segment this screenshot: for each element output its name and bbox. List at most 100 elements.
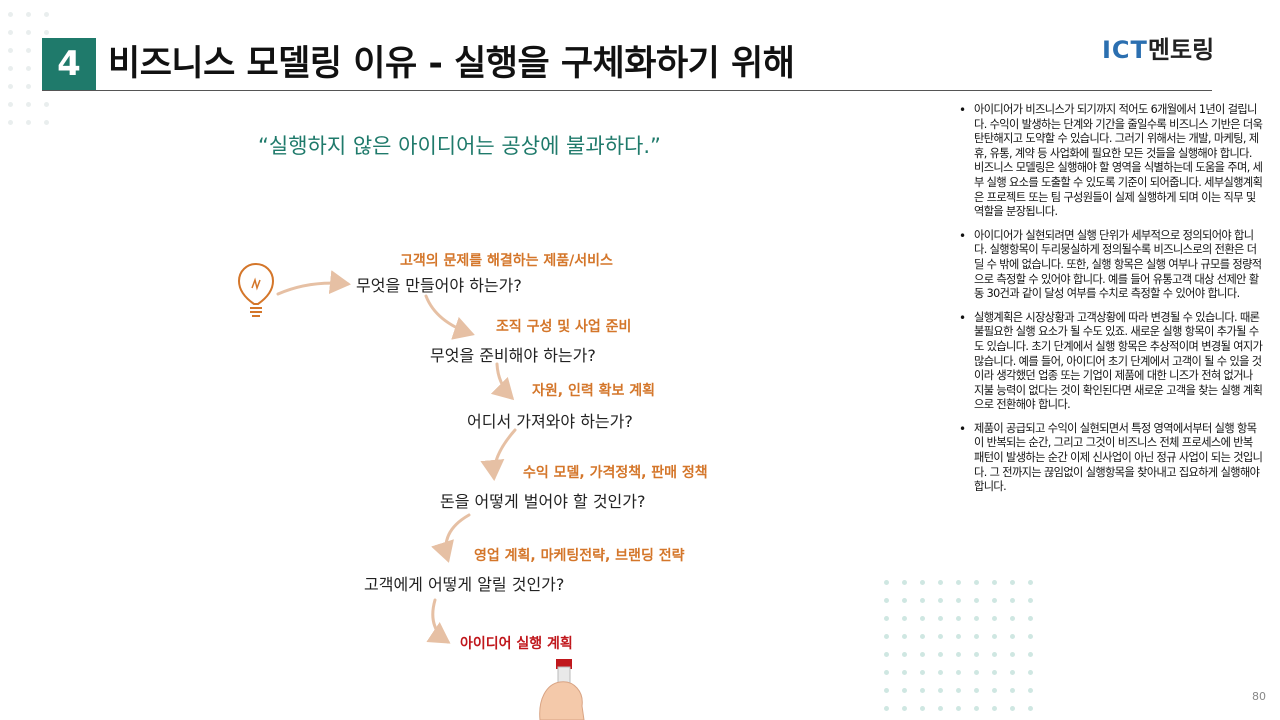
arrow-1 [276, 270, 351, 296]
decor-dot [8, 66, 13, 71]
decor-dot [920, 616, 925, 621]
decor-dot [974, 670, 979, 675]
decor-dot [992, 670, 997, 675]
final-label: 아이디어 실행 계획 [460, 636, 573, 652]
decor-dot [1010, 598, 1015, 603]
decor-dot [1010, 580, 1015, 585]
decor-dot [884, 652, 889, 657]
decor-dot [974, 580, 979, 585]
decor-dot [992, 652, 997, 657]
decor-dot [920, 634, 925, 639]
decor-dot [44, 102, 49, 107]
decor-dot [902, 598, 907, 603]
bullet-list: 아이디어가 비즈니스가 되기까지 적어도 6개월에서 1년이 걸립니다. 수익이… [958, 103, 1264, 504]
flow-question-1: 무엇을 만들어야 하는가? [356, 276, 522, 295]
flow-category-5: 영업 계획, 마케팅전략, 브랜딩 전략 [474, 548, 685, 564]
decor-dot [902, 634, 907, 639]
decor-dot [992, 598, 997, 603]
decor-dot [902, 670, 907, 675]
bullet-item-4: 제품이 공급되고 수익이 실현되면서 특정 영역에서부터 실행 항목이 반복되는… [958, 422, 1264, 495]
flow-category-3: 자원, 인력 확보 계획 [532, 383, 655, 399]
decor-dot [884, 616, 889, 621]
title-divider [42, 90, 1212, 91]
decor-dot [26, 120, 31, 125]
decor-dot [992, 688, 997, 693]
arrow-5 [431, 513, 471, 563]
decor-dot [902, 616, 907, 621]
decor-dot [8, 102, 13, 107]
decor-dot [974, 598, 979, 603]
decor-dot [956, 670, 961, 675]
decor-dot [1028, 706, 1033, 711]
decor-dot [1010, 616, 1015, 621]
hand-illustration [539, 659, 585, 720]
arrow-2 [424, 294, 475, 340]
logo-ict: ICT [1102, 36, 1148, 64]
flow-question-5: 고객에게 어떻게 알릴 것인가? [364, 575, 565, 594]
decor-dot [1010, 688, 1015, 693]
page-title: 비즈니스 모델링 이유 - 실행을 구체화하기 위해 [108, 44, 795, 84]
decor-dot [1028, 598, 1033, 603]
flow-question-3: 어디서 가져와야 하는가? [467, 412, 633, 431]
flow-question-4: 돈을 어떻게 벌어야 할 것인가? [440, 492, 646, 511]
decor-dot [938, 670, 943, 675]
decor-dot [956, 616, 961, 621]
decor-dot [884, 580, 889, 585]
flow-category-2: 조직 구성 및 사업 준비 [496, 319, 632, 335]
decor-dot [992, 616, 997, 621]
decor-dot [938, 688, 943, 693]
decor-dot [992, 580, 997, 585]
decor-dot [1010, 634, 1015, 639]
page-number: 80 [1252, 690, 1266, 703]
decor-dot [884, 634, 889, 639]
decor-dot [920, 688, 925, 693]
arrow-6 [426, 598, 451, 644]
decor-dot [1028, 634, 1033, 639]
lightbulb-icon [237, 262, 275, 317]
decor-dot [920, 580, 925, 585]
decor-dot [26, 48, 31, 53]
decor-dot [8, 30, 13, 35]
decor-dot [1010, 706, 1015, 711]
decor-dot [902, 706, 907, 711]
decor-dot [8, 120, 13, 125]
bullet-item-3: 실행계획은 시장상황과 고객상황에 따라 변경될 수 있습니다. 때론 불필요한… [958, 311, 1264, 413]
decor-dot [974, 706, 979, 711]
decor-dot [974, 688, 979, 693]
decor-dot [8, 84, 13, 89]
flow-category-4: 수익 모델, 가격정책, 판매 정책 [523, 465, 708, 481]
decor-dot [8, 48, 13, 53]
decor-dot [956, 580, 961, 585]
decor-dot [26, 84, 31, 89]
decor-dot [920, 598, 925, 603]
decor-dot [1028, 688, 1033, 693]
decor-dot [1028, 616, 1033, 621]
decor-dot [8, 12, 13, 17]
decor-dot [1028, 652, 1033, 657]
decor-dot [920, 670, 925, 675]
decor-dot [956, 652, 961, 657]
decor-dot [1028, 580, 1033, 585]
arrow-4 [480, 428, 517, 481]
decor-dot [956, 688, 961, 693]
decor-dot [26, 102, 31, 107]
decor-dot [902, 580, 907, 585]
decor-dot [902, 652, 907, 657]
bullet-item-2: 아이디어가 실현되려면 실행 단위가 세부적으로 정의되어야 합니다. 실행항목… [958, 229, 1264, 302]
decor-dot [44, 30, 49, 35]
flow-category-1: 고객의 문제를 해결하는 제품/서비스 [400, 253, 613, 269]
decor-dot [956, 634, 961, 639]
decor-dot [1010, 670, 1015, 675]
decor-dot [956, 598, 961, 603]
decor-dot [884, 670, 889, 675]
decor-dot [884, 688, 889, 693]
decor-dot [44, 120, 49, 125]
decor-dot [26, 66, 31, 71]
decor-dot [884, 598, 889, 603]
bullet-item-1: 아이디어가 비즈니스가 되기까지 적어도 6개월에서 1년이 걸립니다. 수익이… [958, 103, 1264, 220]
flow-question-2: 무엇을 준비해야 하는가? [430, 346, 596, 365]
decor-dot [884, 706, 889, 711]
decor-dot [920, 706, 925, 711]
decor-dot [974, 616, 979, 621]
